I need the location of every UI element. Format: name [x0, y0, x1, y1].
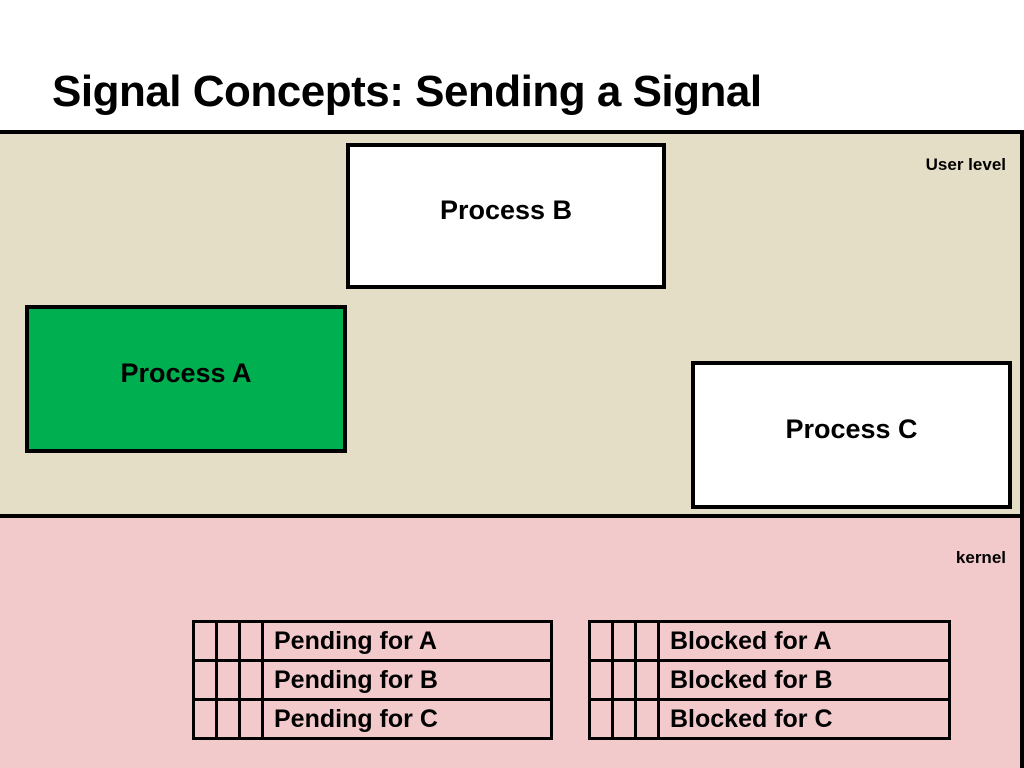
- process-c-label: Process C: [785, 413, 918, 444]
- blocked-b-bit-0[interactable]: [588, 659, 614, 701]
- pending-c-bit-2[interactable]: [238, 698, 264, 740]
- blocked-c-bit-0[interactable]: [588, 698, 614, 740]
- user-level-label: User level: [925, 155, 1006, 174]
- pending-c-label: Pending for C: [261, 698, 553, 740]
- page-title: Signal Concepts: Sending a Signal: [52, 67, 762, 116]
- process-c-box[interactable]: Process C: [691, 361, 1012, 509]
- table-row: Pending for C: [192, 698, 553, 740]
- blocked-b-label: Blocked for B: [657, 659, 951, 701]
- pending-c-bit-0[interactable]: [192, 698, 218, 740]
- table-row: Blocked for C: [588, 698, 951, 740]
- table-row: Blocked for B: [588, 659, 951, 701]
- pending-signals-table: Pending for A Pending for B Pending for …: [192, 620, 553, 740]
- blocked-b-bit-1[interactable]: [611, 659, 637, 701]
- pending-b-bit-1[interactable]: [215, 659, 241, 701]
- blocked-a-bit-2[interactable]: [634, 620, 660, 662]
- blocked-b-bit-2[interactable]: [634, 659, 660, 701]
- blocked-c-bit-2[interactable]: [634, 698, 660, 740]
- process-a-label: Process A: [120, 357, 252, 388]
- blocked-c-label: Blocked for C: [657, 698, 951, 740]
- table-row: Pending for B: [192, 659, 553, 701]
- pending-a-bit-2[interactable]: [238, 620, 264, 662]
- pending-b-bit-2[interactable]: [238, 659, 264, 701]
- blocked-c-bit-1[interactable]: [611, 698, 637, 740]
- process-b-label: Process B: [439, 194, 573, 225]
- pending-a-bit-0[interactable]: [192, 620, 218, 662]
- table-row: Blocked for A: [588, 620, 951, 662]
- process-b-box[interactable]: Process B: [346, 143, 666, 289]
- blocked-a-label: Blocked for A: [657, 620, 951, 662]
- blocked-a-bit-1[interactable]: [611, 620, 637, 662]
- kernel-label: kernel: [955, 548, 1006, 567]
- table-row: Pending for A: [192, 620, 553, 662]
- blocked-a-bit-0[interactable]: [588, 620, 614, 662]
- pending-b-bit-0[interactable]: [192, 659, 218, 701]
- process-a-box[interactable]: Process A: [25, 305, 347, 453]
- blocked-signals-table: Blocked for A Blocked for B Blocked for …: [588, 620, 951, 740]
- pending-b-label: Pending for B: [261, 659, 553, 701]
- pending-c-bit-1[interactable]: [215, 698, 241, 740]
- pending-a-label: Pending for A: [261, 620, 553, 662]
- pending-a-bit-1[interactable]: [215, 620, 241, 662]
